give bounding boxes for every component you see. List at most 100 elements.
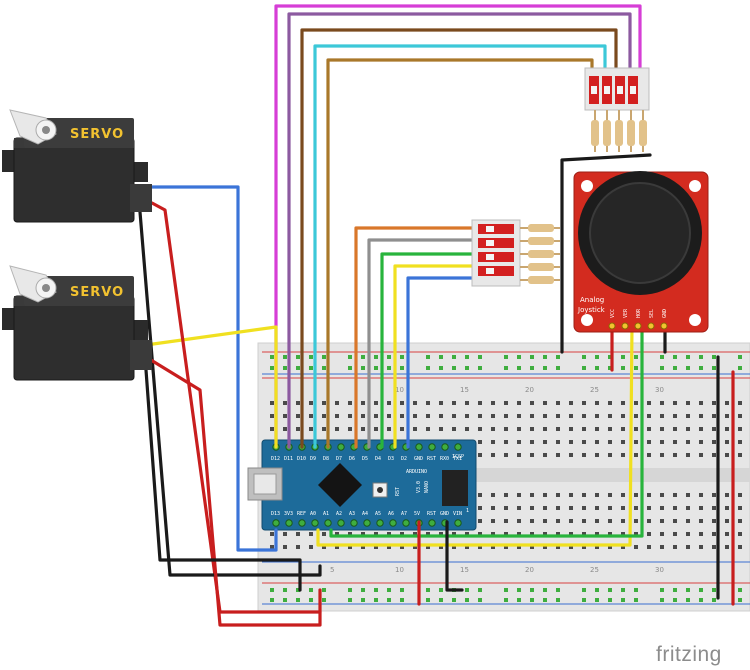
breadboard-hole (634, 493, 638, 497)
breadboard-hole (517, 519, 521, 523)
wire-blue-servo (148, 185, 278, 552)
breadboard-hole (673, 545, 677, 549)
breadboard-hole (517, 453, 521, 457)
breadboard-hole (413, 545, 417, 549)
joystick-title-1: Analog (580, 296, 604, 304)
breadboard-hole (686, 532, 690, 536)
arduino-pin-label: D6 (349, 456, 355, 462)
breadboard-hole (530, 493, 534, 497)
breadboard-hole (439, 366, 443, 370)
breadboard-hole (478, 519, 482, 523)
breadboard-hole (725, 532, 729, 536)
breadboard-hole (426, 366, 430, 370)
breadboard-hole (387, 588, 391, 592)
breadboard-hole (595, 440, 599, 444)
breadboard-hole (556, 545, 560, 549)
breadboard-hole (569, 545, 573, 549)
breadboard-hole (699, 355, 703, 359)
breadboard-hole (478, 506, 482, 510)
breadboard-hole (725, 401, 729, 405)
breadboard-hole (660, 453, 664, 457)
breadboard-hole (673, 414, 677, 418)
breadboard-hole (517, 545, 521, 549)
arduino-pin-label: 5V (414, 511, 420, 517)
breadboard-hole (686, 427, 690, 431)
breadboard-hole (517, 440, 521, 444)
breadboard-hole (725, 453, 729, 457)
breadboard-hole (660, 506, 664, 510)
breadboard-hole (660, 414, 664, 418)
board-text-nano: NANO (424, 481, 430, 493)
breadboard-hole (673, 506, 677, 510)
breadboard-hole (582, 440, 586, 444)
breadboard-hole (647, 532, 651, 536)
breadboard-hole (660, 532, 664, 536)
arduino-pin-label: D2 (401, 456, 407, 462)
breadboard-hole (322, 545, 326, 549)
joystick-title-2: Joystick (577, 306, 606, 314)
breadboard-hole (556, 366, 560, 370)
breadboard-hole (686, 453, 690, 457)
breadboard-hole (374, 427, 378, 431)
breadboard-hole (530, 355, 534, 359)
joystick-pin (660, 322, 668, 330)
wire-brown (300, 28, 618, 449)
breadboard-hole (569, 453, 573, 457)
wire-grey (367, 238, 474, 449)
breadboard-hole (361, 427, 365, 431)
breadboard-hole (374, 598, 378, 602)
wire-joystick-yellow (316, 323, 634, 547)
breadboard-hole (478, 493, 482, 497)
breadboard-hole (543, 414, 547, 418)
breadboard-hole (647, 519, 651, 523)
breadboard-hole (530, 440, 534, 444)
breadboard-hole (361, 366, 365, 370)
breadboard-hole (322, 366, 326, 370)
breadboard-hole (608, 414, 612, 418)
breadboard-hole (595, 598, 599, 602)
breadboard-hole (556, 598, 560, 602)
breadboard-hole (621, 493, 625, 497)
arduino-pin-label: VIN (453, 511, 462, 517)
breadboard-hole (426, 427, 430, 431)
breadboard-hole (621, 545, 625, 549)
breadboard-hole (452, 401, 456, 405)
bb-col-num: 15 (460, 566, 469, 574)
breadboard-hole (647, 493, 651, 497)
wire-black-servo2 (144, 368, 302, 592)
breadboard-hole (530, 453, 534, 457)
arduino-pin-label: RX0 (440, 456, 449, 462)
breadboard-hole (296, 545, 300, 549)
breadboard-hole (270, 532, 274, 536)
breadboard-hole (660, 355, 664, 359)
breadboard-hole (270, 427, 274, 431)
breadboard-hole (452, 545, 456, 549)
breadboard-hole (426, 355, 430, 359)
breadboard-hole (374, 355, 378, 359)
breadboard-hole (491, 493, 495, 497)
wire-black-gnd (445, 520, 464, 592)
breadboard-hole (712, 545, 716, 549)
wire-purple (287, 12, 632, 449)
breadboard-hole (712, 440, 716, 444)
breadboard-hole (348, 588, 352, 592)
breadboard-hole (673, 355, 677, 359)
breadboard-hole (374, 366, 378, 370)
arduino-pin-label: RST (427, 456, 436, 462)
breadboard-hole (452, 414, 456, 418)
breadboard-hole (543, 453, 547, 457)
breadboard-hole (595, 355, 599, 359)
breadboard-hole (725, 427, 729, 431)
servo-label: SERVO (70, 285, 124, 300)
breadboard-hole (309, 545, 313, 549)
breadboard-hole (556, 532, 560, 536)
breadboard-hole (517, 427, 521, 431)
arduino-pin-label: D10 (297, 456, 306, 462)
breadboard-hole (608, 453, 612, 457)
servo-top: SERVO (2, 109, 152, 223)
wire-yellow-dip (393, 264, 474, 449)
breadboard-hole (595, 453, 599, 457)
breadboard-hole (712, 519, 716, 523)
breadboard-hole (387, 366, 391, 370)
breadboard-hole (283, 545, 287, 549)
